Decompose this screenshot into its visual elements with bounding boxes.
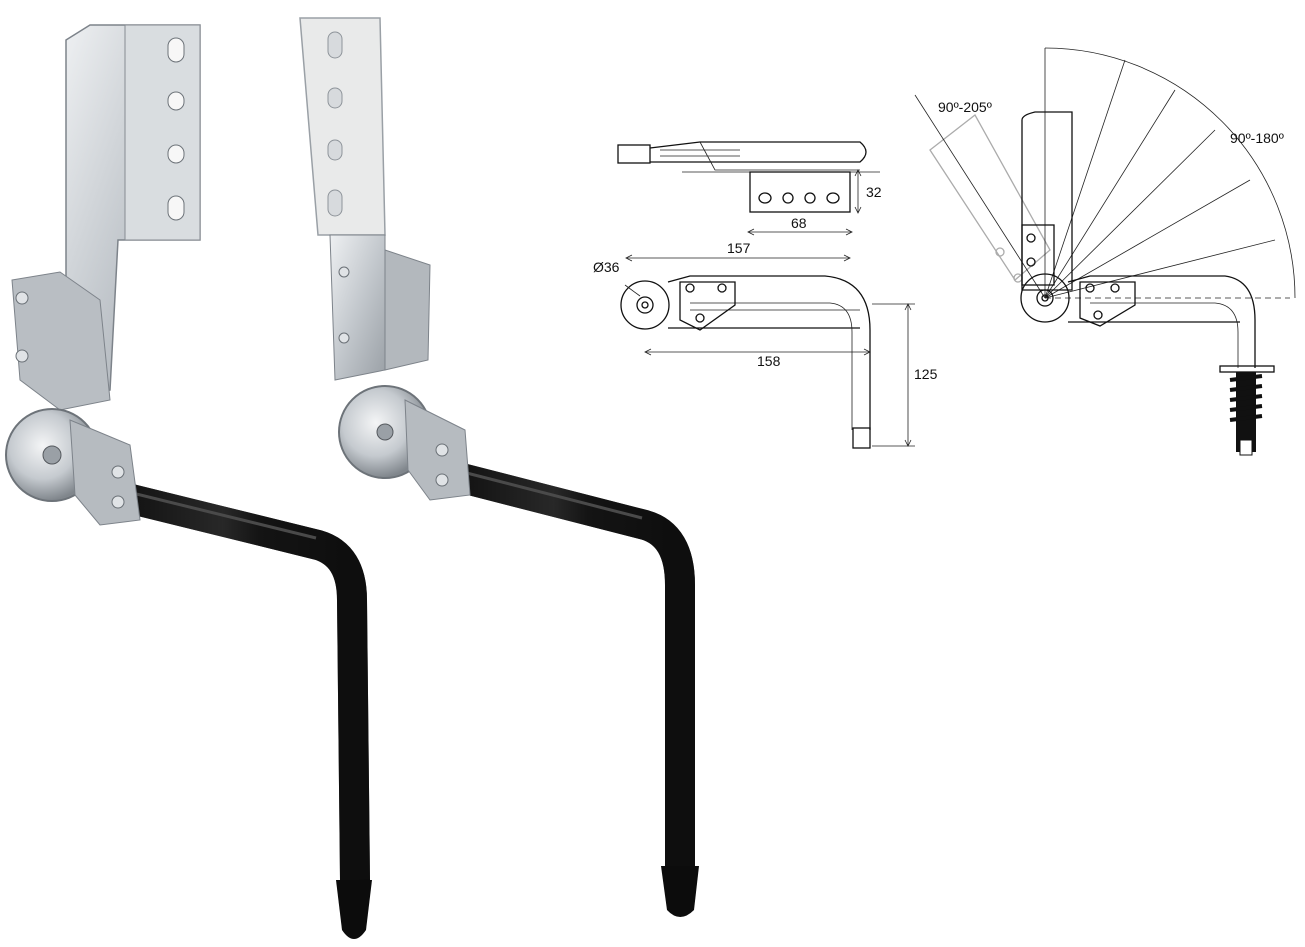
- ghost-rotated-leaf: [929, 114, 1051, 283]
- technical-drawing-dimensions: 32 68 157 Ø36 1: [593, 141, 938, 449]
- hinge-photo-right: [299, 17, 699, 917]
- dim-158: 158: [757, 353, 781, 369]
- tube-tip-left: [336, 880, 372, 939]
- plate-holes-left: [167, 37, 185, 221]
- top-view: 32 68: [617, 141, 882, 236]
- angle-fan-lines: [914, 48, 1290, 299]
- angle-arc: [1044, 47, 1296, 299]
- plate-holes-right: [327, 31, 343, 217]
- tube-tip-right: [661, 866, 699, 917]
- dim-diameter-36: Ø36: [593, 259, 620, 275]
- dim-68: 68: [791, 215, 807, 231]
- side-view: Ø36: [593, 259, 871, 449]
- angle-label-180: 90º-180º: [1230, 130, 1284, 146]
- top-view-holes: [758, 192, 840, 204]
- angle-label-205: 90º-205º: [938, 99, 992, 115]
- angle-diagram: 90º-205º 90º-180º: [914, 47, 1296, 456]
- dim-32: 32: [866, 184, 882, 200]
- hinge-photo-left: [5, 24, 372, 939]
- dim-125: 125: [914, 366, 938, 382]
- threaded-leg: [1229, 372, 1263, 456]
- dim-157: 157: [727, 240, 751, 256]
